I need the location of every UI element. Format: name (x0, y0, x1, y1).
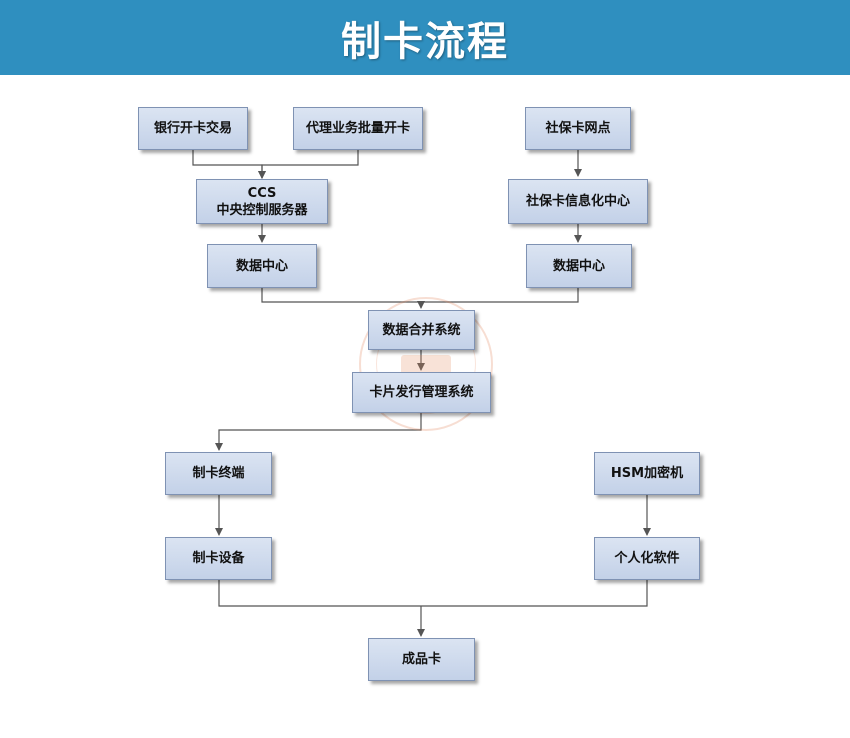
node-label: 个人化软件 (614, 551, 680, 566)
node-finished-card: 成品卡 (368, 638, 475, 681)
connector-bottom-to-finished (218, 580, 648, 636)
connector-bank-to-ccs (192, 150, 266, 179)
page-title: 制卡流程 (341, 17, 509, 65)
node-card-issue-mgmt: 卡片发行管理系统 (352, 372, 491, 413)
node-label: 社保卡信息化中心 (525, 194, 630, 209)
node-bank-transaction: 银行开卡交易 (138, 107, 248, 150)
node-label: 数据合并系统 (382, 322, 461, 338)
node-ccs-server: CCS 中央控制服务器 (196, 179, 328, 224)
node-data-center-right: 数据中心 (526, 244, 632, 288)
node-card-terminal: 制卡终端 (165, 452, 272, 495)
node-personalization-software: 个人化软件 (594, 537, 700, 580)
node-label: HSM加密机 (610, 466, 684, 481)
node-label: 社保卡网点 (545, 121, 611, 136)
node-hsm: HSM加密机 (594, 452, 700, 495)
connector-datacenters-to-merge (261, 288, 579, 308)
node-social-outlet: 社保卡网点 (525, 107, 631, 150)
connector-agent-to-ccs (258, 150, 359, 179)
node-label: 卡片发行管理系统 (369, 385, 474, 400)
connector-issue-to-terminal (215, 413, 422, 451)
node-label: 数据中心 (235, 258, 288, 274)
node-label: 制卡设备 (192, 551, 245, 566)
node-data-center-left: 数据中心 (207, 244, 317, 288)
title-banner: 制卡流程 (0, 0, 850, 75)
node-label-line1: CCS (247, 185, 277, 201)
node-card-equipment: 制卡设备 (165, 537, 272, 580)
node-label: 银行开卡交易 (153, 121, 232, 136)
node-data-merge: 数据合并系统 (368, 310, 475, 350)
node-label: 成品卡 (401, 652, 441, 667)
node-social-info-center: 社保卡信息化中心 (508, 179, 648, 224)
node-label-line2: 中央控制服务器 (216, 202, 308, 218)
node-label: 数据中心 (552, 258, 605, 274)
node-label: 制卡终端 (192, 466, 245, 481)
node-label: 代理业务批量开卡 (305, 121, 410, 136)
node-agent-batch: 代理业务批量开卡 (293, 107, 423, 150)
